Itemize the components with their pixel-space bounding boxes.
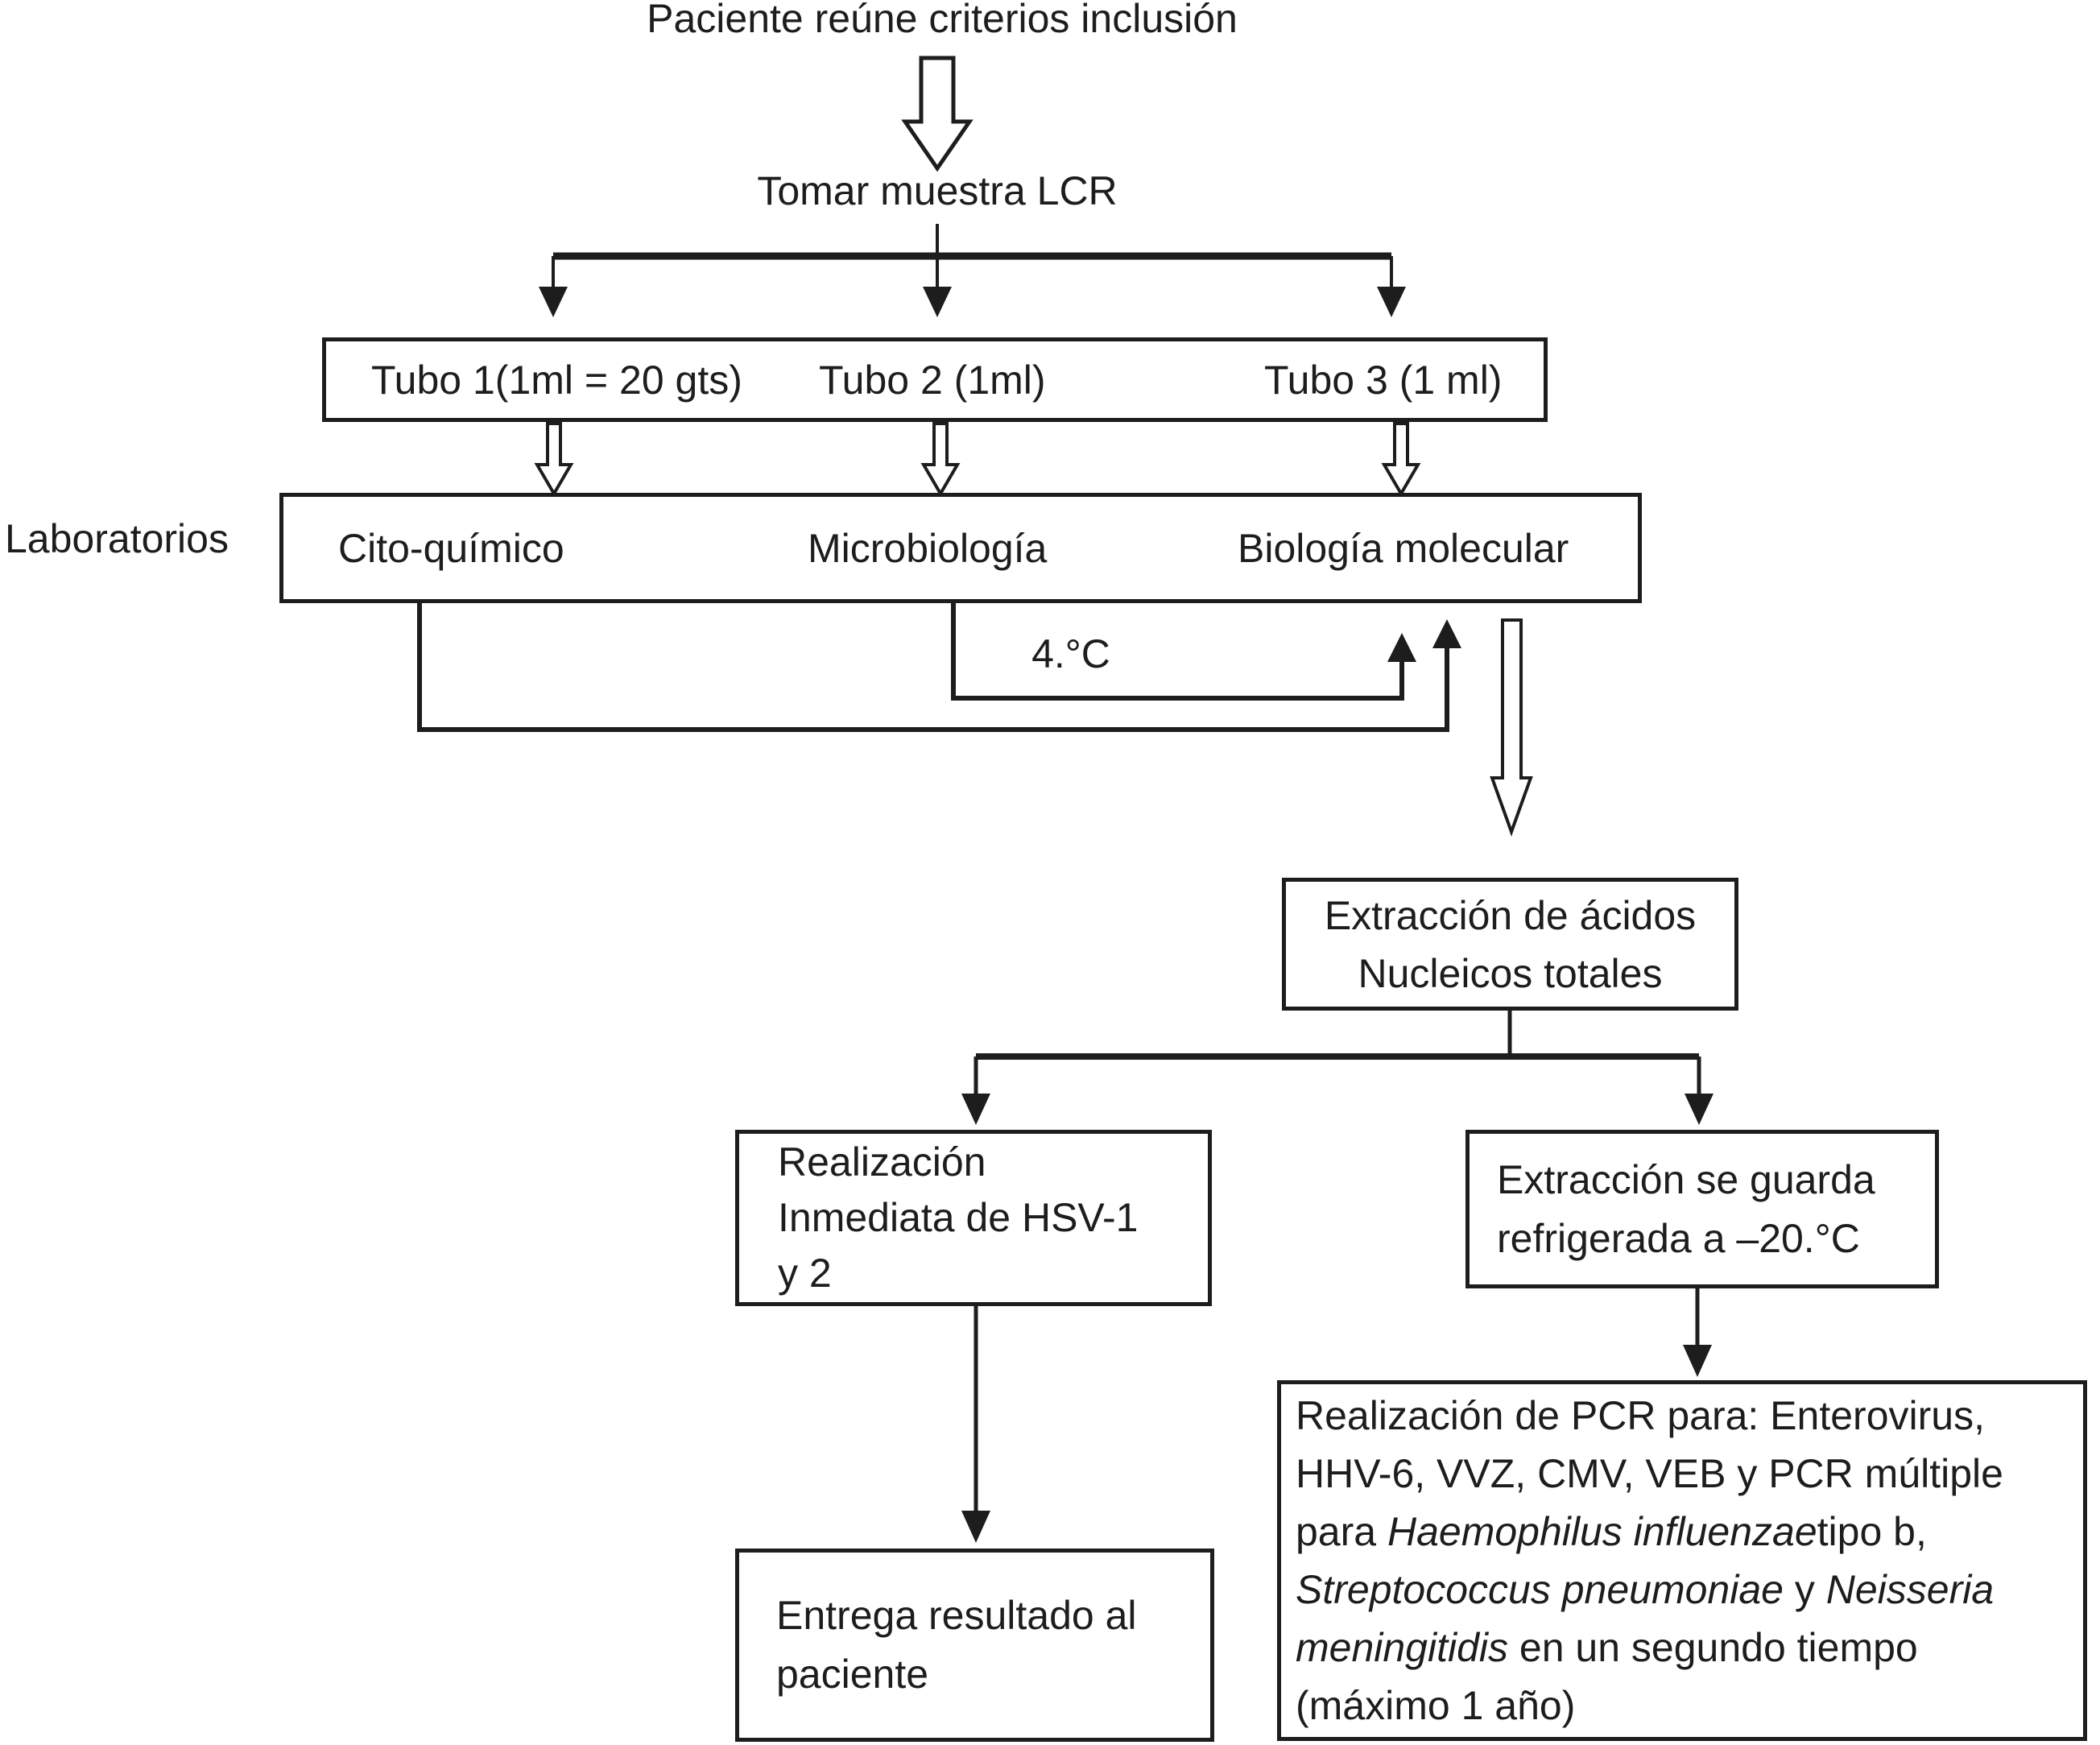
pcr-box: Realización de PCR para: Enterovirus, HH… bbox=[1277, 1380, 2087, 1741]
down-arrow-icon bbox=[901, 56, 974, 172]
pcr-line4: Streptococcus pneumoniae y Neisseria bbox=[1296, 1561, 2083, 1619]
hollow-down-arrow-icon bbox=[1381, 422, 1421, 497]
tube1-label: Tubo 1(1ml = 20 gts) bbox=[371, 357, 742, 403]
storage-line2: refrigerada a –20.°C bbox=[1497, 1215, 1860, 1261]
arrowhead-down-icon bbox=[1377, 287, 1406, 317]
lab-citoquimico-label: Cito-químico bbox=[338, 525, 564, 571]
arrowhead-down-icon bbox=[539, 287, 568, 317]
laboratories-box: Cito-químico Microbiología Biología mole… bbox=[279, 493, 1642, 603]
storage-box: Extracción se guarda refrigerada a –20.°… bbox=[1465, 1130, 1939, 1288]
pcr-line3: para Haemophilus influenzaetipo b, bbox=[1296, 1503, 2083, 1561]
pcr-line5-species: meningitidis bbox=[1296, 1625, 1509, 1670]
laboratories-side-label: Laboratorios bbox=[5, 516, 229, 561]
pcr-line5-b: en un segundo tiempo bbox=[1508, 1625, 1918, 1670]
pcr-line1: Realización de PCR para: Enterovirus, bbox=[1296, 1393, 1985, 1438]
arrowhead-down-icon bbox=[961, 1511, 990, 1543]
hsv-line2: Inmediata de HSV-1 bbox=[778, 1195, 1139, 1240]
extraction-box: Extracción de ácidos Nucleicos totales bbox=[1282, 878, 1738, 1011]
pcr-line4-species2: Neisseria bbox=[1825, 1567, 1995, 1612]
page-title: Paciente reúne criterios inclusión bbox=[647, 0, 1238, 41]
hollow-down-arrow-icon bbox=[1490, 618, 1533, 837]
lab-biologia-molecular-label: Biología molecular bbox=[1238, 525, 1569, 571]
pcr-line3-a: para bbox=[1296, 1509, 1387, 1554]
arrowhead-down-icon bbox=[1683, 1345, 1712, 1377]
hollow-down-arrow-icon bbox=[534, 422, 574, 497]
pcr-line4-mid: y bbox=[1783, 1567, 1826, 1612]
arrowhead-up-icon bbox=[1387, 633, 1416, 662]
lab-microbiologia-label: Microbiología bbox=[808, 525, 1048, 571]
hollow-down-arrow-icon bbox=[920, 422, 961, 497]
arrowhead-up-icon bbox=[1432, 619, 1461, 648]
pcr-line3-species: Haemophilus influenzae bbox=[1387, 1509, 1817, 1554]
temperature-label: 4.°C bbox=[1031, 631, 1110, 676]
pcr-line2: HHV-6, VVZ, CMV, VEB y PCR múltiple bbox=[1296, 1451, 2003, 1496]
pcr-line4-species1: Streptococcus pneumoniae bbox=[1296, 1567, 1784, 1612]
sample-step-label: Tomar muestra LCR bbox=[757, 168, 1118, 213]
hsv-line1: Realización bbox=[778, 1139, 986, 1185]
delivery-box: Entrega resultado al paciente bbox=[735, 1549, 1214, 1742]
elbow-microbiologia-line bbox=[951, 603, 1404, 701]
extraction-line2: Nucleicos totales bbox=[1358, 950, 1663, 996]
arrowhead-down-icon bbox=[961, 1094, 990, 1125]
storage-line1: Extracción se guarda bbox=[1497, 1156, 1875, 1202]
pcr-line3-b: tipo b, bbox=[1817, 1509, 1927, 1554]
hsv-immediate-box: Realización Inmediata de HSV-1 y 2 bbox=[735, 1130, 1212, 1306]
tubes-box: Tubo 1(1ml = 20 gts) Tubo 2 (1ml) Tubo 3… bbox=[322, 337, 1548, 422]
tube3-label: Tubo 3 (1 ml) bbox=[1264, 357, 1503, 403]
elbow-citoquimico-line bbox=[417, 603, 1449, 732]
arrowhead-down-icon bbox=[1685, 1094, 1713, 1125]
delivery-line1: Entrega resultado al bbox=[776, 1593, 1137, 1638]
pcr-line5: meningitidis en un segundo tiempo bbox=[1296, 1619, 2083, 1677]
pcr-line6: (máximo 1 año) bbox=[1296, 1683, 1576, 1728]
tube2-label: Tubo 2 (1ml) bbox=[819, 357, 1046, 403]
delivery-line2: paciente bbox=[776, 1652, 929, 1697]
extraction-line1: Extracción de ácidos bbox=[1324, 892, 1697, 938]
arrowhead-down-icon bbox=[923, 287, 952, 317]
hsv-line3: y 2 bbox=[778, 1251, 832, 1296]
